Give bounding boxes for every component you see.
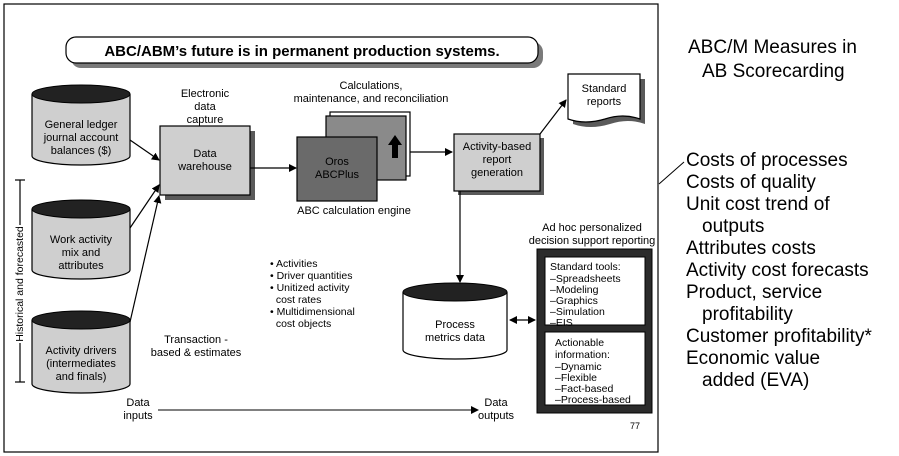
standard-reports-label-2: reports	[587, 96, 622, 108]
tool-item: –Simulation	[550, 306, 605, 318]
oros-engine: Oros ABCPlus	[296, 111, 411, 202]
drivers-label-2: (intermediates	[46, 358, 116, 370]
measure-item: Economic value	[686, 348, 821, 369]
bullet-item: • Driver quantities	[270, 270, 352, 282]
tools-title: Standard tools:	[550, 261, 621, 273]
measure-item: Unit cost trend of	[686, 194, 830, 215]
process-metrics-label-2: metrics data	[425, 332, 486, 344]
tool-item: –EIS	[550, 317, 573, 329]
calc-label-1: Calculations,	[340, 80, 403, 92]
measure-item-cont: profitability	[702, 304, 793, 325]
bullet-item: • Unitized activity	[270, 282, 350, 294]
actionable-item: –Flexible	[555, 372, 597, 384]
warehouse-label-1: Data	[193, 148, 217, 160]
vertical-label: Historical and forecasted	[14, 226, 26, 342]
capture-label-3: capture	[187, 114, 224, 126]
actionable-title-1: Actionable	[555, 337, 604, 349]
gl-label-1: General ledger	[45, 119, 118, 131]
calc-label-2: maintenance, and reconciliation	[294, 93, 449, 105]
capture-label-1: Electronic	[181, 88, 230, 100]
process-metrics-label-1: Process	[435, 319, 475, 331]
adhoc-label-1: Ad hoc personalized	[542, 222, 642, 234]
measure-item: Costs of processes	[686, 150, 848, 171]
measure-item: Product, service	[686, 282, 823, 303]
oros-label-2: ABCPlus	[315, 169, 360, 181]
arrow-gl	[129, 139, 160, 161]
measure-item: Customer profitability*	[686, 326, 872, 347]
page-number: 77	[630, 421, 640, 431]
capture-label-2: data	[194, 101, 216, 113]
tool-item: –Modeling	[550, 284, 599, 296]
measure-item-cont: outputs	[702, 216, 765, 237]
banner-title: ABC/ABM’s future is in permanent product…	[104, 43, 499, 60]
bullet-item: • Activities	[270, 258, 317, 270]
work-label-2: mix and	[62, 247, 101, 259]
transaction-label-1: Transaction -	[164, 334, 228, 346]
measures-list: Costs of processes Costs of quality Unit…	[686, 150, 872, 392]
data-warehouse-box: Data warehouse	[159, 125, 255, 200]
bullet-item-cont: cost rates	[270, 294, 321, 306]
work-label-1: Work activity	[50, 234, 113, 246]
report-gen-label-3: generation	[471, 167, 523, 179]
engine-label: ABC calculation engine	[297, 205, 411, 217]
historical-axis: Historical and forecasted	[11, 179, 29, 383]
standard-reports-label-1: Standard	[582, 83, 627, 95]
gl-label-3: balances ($)	[51, 145, 112, 157]
gl-label-2: journal account	[43, 132, 119, 144]
report-gen-label-2: report	[483, 154, 512, 166]
data-outputs-label-1: Data	[484, 397, 508, 409]
standard-reports-doc: Standard reports	[567, 73, 645, 127]
data-inputs-label-1: Data	[126, 397, 150, 409]
tool-item: –Graphics	[550, 295, 598, 307]
work-label-3: attributes	[58, 260, 104, 272]
tool-item: –Spreadsheets	[550, 273, 621, 285]
report-gen-label-1: Activity-based	[463, 141, 531, 153]
actionable-item: –Process-based	[555, 394, 631, 406]
drivers-cylinder: Activity drivers (intermediates and fina…	[31, 310, 131, 394]
banner: ABC/ABM’s future is in permanent product…	[65, 36, 543, 68]
sidebar-title-line-1: ABC/M Measures in	[688, 37, 857, 58]
arrow-standard-reports	[539, 99, 567, 135]
sidebar-title-line-2: AB Scorecarding	[702, 61, 845, 82]
actionable-item: –Fact-based	[555, 383, 614, 395]
process-metrics-cylinder: Process metrics data	[402, 282, 508, 360]
warehouse-label-2: warehouse	[177, 161, 232, 173]
arrow-drivers	[129, 195, 162, 323]
callout-line	[658, 161, 685, 185]
drivers-label-3: and finals)	[56, 371, 107, 383]
data-outputs-label-2: outputs	[478, 410, 515, 422]
report-generation-box: Activity-based report generation	[453, 133, 544, 195]
transaction-label-2: based & estimates	[151, 347, 242, 359]
actionable-title-2: information:	[555, 349, 610, 361]
work-cylinder: Work activity mix and attributes	[31, 199, 131, 280]
measure-item: Attributes costs	[686, 238, 816, 259]
gl-cylinder: General ledger journal account balances …	[31, 84, 131, 166]
oros-label-1: Oros	[325, 156, 349, 168]
adhoc-label-2: decision support reporting	[529, 235, 656, 247]
up-arrow-icon	[388, 135, 402, 158]
bullet-item-cont: cost objects	[270, 318, 331, 330]
sidebar-title: ABC/M Measures in AB Scorecarding	[688, 36, 888, 84]
bullet-list: • Activities • Driver quantities • Uniti…	[270, 258, 355, 330]
actionable-item: –Dynamic	[555, 361, 602, 373]
drivers-label-1: Activity drivers	[46, 345, 117, 357]
data-inputs-label-2: inputs	[123, 410, 153, 422]
measure-item: Costs of quality	[686, 172, 816, 193]
bullet-item: • Multidimensional	[270, 306, 355, 318]
measure-item-cont: added (EVA)	[702, 370, 810, 391]
measure-item: Activity cost forecasts	[686, 260, 869, 281]
arrow-work	[129, 184, 160, 229]
decision-support-panel: Standard tools: –Spreadsheets –Modeling …	[536, 248, 653, 414]
